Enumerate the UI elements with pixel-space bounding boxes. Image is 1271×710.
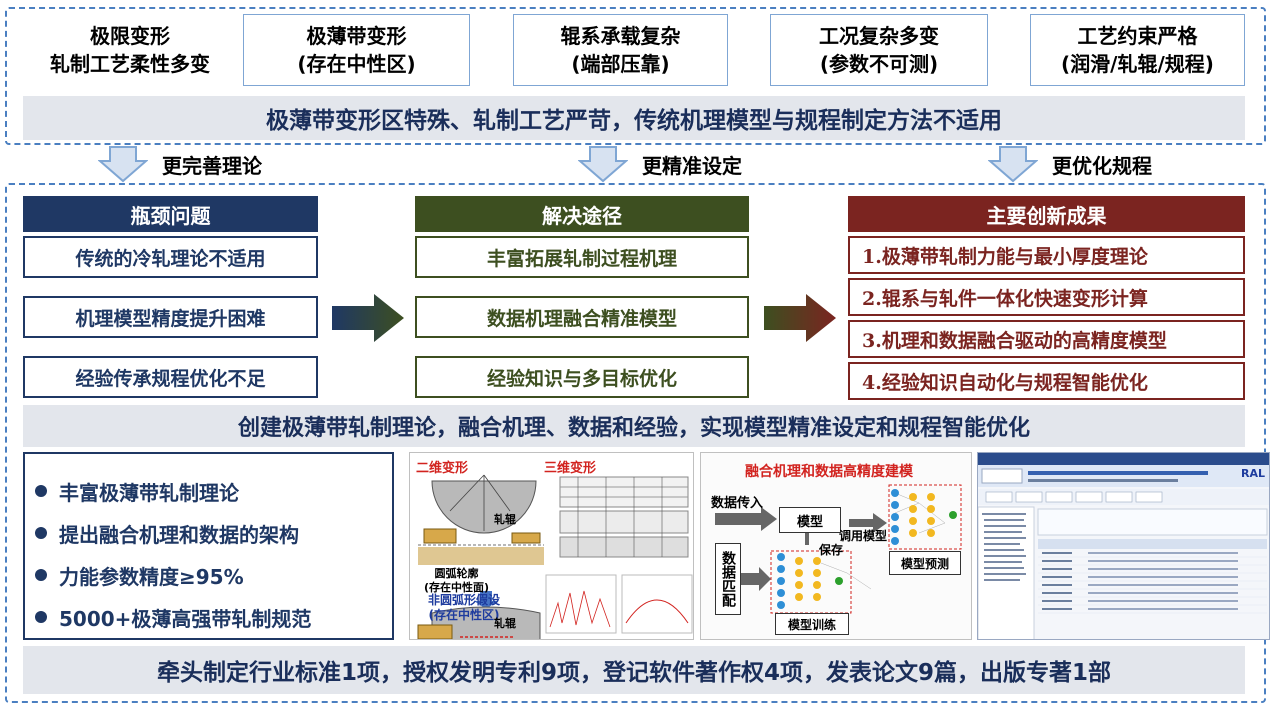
challenge-4: 工况复杂多变 (参数不可测) <box>770 14 988 86</box>
solution-item: 丰富拓展轧制过程机理 <box>415 236 749 278</box>
challenge-3: 辊系承载复杂 (端部压靠) <box>513 14 728 86</box>
top-summary: 极薄带变形区特殊、轧制工艺严苛，传统机理模型与规程制定方法不适用 <box>23 96 1245 140</box>
save-label: 保存 <box>819 543 844 557</box>
software-logo: RAL <box>1241 467 1265 480</box>
challenge-2-line1: 极薄带变形 <box>306 24 407 48</box>
challenge-1-line1: 极限变形 <box>90 24 170 48</box>
challenge-section <box>5 7 1266 145</box>
bullet-icon <box>35 485 47 497</box>
model-box: 模型 <box>779 507 841 533</box>
bullet-icon <box>35 527 47 539</box>
bottleneck-item: 经验传承规程优化不足 <box>23 356 318 398</box>
achievement-item: 丰富极薄带轧制理论 <box>35 470 392 512</box>
deformation-diagram <box>417 474 693 639</box>
data-match-box: 数据匹配 <box>715 543 741 615</box>
challenge-5: 工艺约束严格 (润滑/轧辊/规程) <box>1030 14 1245 86</box>
right-arrow-icon <box>764 294 836 342</box>
innovation-item: 1.极薄带轧制力能与最小厚度理论 <box>848 236 1245 274</box>
bottleneck-header: 瓶颈问题 <box>23 196 318 232</box>
achievement-item: 5000+极薄高强带轧制规范 <box>35 596 392 638</box>
data-in-label: 数据传入 <box>711 496 764 511</box>
fusion-modeling-figure: 融合机理和数据高精度建模 数据传入 数据匹配 <box>700 452 972 640</box>
fusion-title: 融合机理和数据高精度建模 <box>745 464 913 480</box>
goal-setting: 更精准设定 <box>642 154 742 178</box>
bottleneck-item: 机理模型精度提升困难 <box>23 296 318 338</box>
achievement-text: 5000+极薄高强带轧制规范 <box>59 606 312 631</box>
solution-section <box>5 183 1266 703</box>
achievement-list: 丰富极薄带轧制理论 提出融合机理和数据的架构 力能参数精度≥95% 5000+极… <box>23 452 394 640</box>
arc-note: (存在中性面) <box>424 581 490 594</box>
nonarc-label: 非圆弧形假设 (存在中性区) <box>428 593 500 623</box>
roll-label-2: 轧辊 <box>494 617 516 630</box>
solution-item: 经验知识与多目标优化 <box>415 356 749 398</box>
challenge-1: 极限变形 轧制工艺柔性多变 <box>30 14 230 86</box>
challenge-4-line1: 工况复杂多变 <box>819 24 939 48</box>
challenge-5-line2: (润滑/轧辊/规程) <box>1061 52 1214 76</box>
innovation-header: 主要创新成果 <box>848 196 1245 232</box>
challenge-3-line2: (端部压靠) <box>571 52 670 76</box>
train-box: 模型训练 <box>775 613 849 635</box>
deform-2d-title: 二维变形 <box>416 461 469 476</box>
down-arrow-icon <box>578 146 628 183</box>
innovation-item: 4.经验知识自动化与规程智能优化 <box>848 362 1245 400</box>
down-arrow-icon <box>98 146 148 183</box>
challenge-2: 极薄带变形 (存在中性区) <box>243 14 470 86</box>
bullet-icon <box>35 569 47 581</box>
achievement-text: 丰富极薄带轧制理论 <box>59 480 239 505</box>
challenge-2-line2: (存在中性区) <box>297 52 416 76</box>
achievement-item: 提出融合机理和数据的架构 <box>35 512 392 554</box>
deformation-figure: 二维变形 三维变形 轧辊 圆弧轮廓 (存 <box>409 452 694 640</box>
deform-3d-title: 三维变形 <box>544 461 597 476</box>
roll-label: 轧辊 <box>494 513 516 526</box>
software-screenshot: RAL <box>977 452 1270 640</box>
achievement-text: 提出融合机理和数据的架构 <box>59 522 299 547</box>
goal-schedule: 更优化规程 <box>1052 154 1152 178</box>
software-window <box>978 453 1269 639</box>
challenge-5-line1: 工艺约束严格 <box>1077 24 1198 48</box>
challenge-1-line2: 轧制工艺柔性多变 <box>50 52 210 76</box>
call-model-label: 调用模型 <box>839 529 888 543</box>
achievement-text: 力能参数精度≥95% <box>59 564 244 589</box>
nonarc-title: 非圆弧形假设 <box>428 593 501 607</box>
bullet-icon <box>35 611 47 623</box>
arc-title: 圆弧轮廓 <box>434 567 479 580</box>
solution-header: 解决途径 <box>415 196 749 232</box>
mid-summary: 创建极薄带轧制理论，融合机理、数据和经验，实现模型精准设定和规程智能优化 <box>23 405 1245 447</box>
bottom-summary: 牵头制定行业标准1项，授权发明专利9项，登记软件著作权4项，发表论文9篇，出版专… <box>23 646 1245 694</box>
right-arrow-icon <box>332 294 404 342</box>
innovation-item: 2.辊系与轧件一体化快速变形计算 <box>848 278 1245 316</box>
innovation-item: 3.机理和数据融合驱动的高精度模型 <box>848 320 1245 358</box>
solution-item: 数据机理融合精准模型 <box>415 296 749 338</box>
down-arrow-icon <box>988 146 1038 183</box>
fusion-diagram <box>715 484 962 614</box>
challenge-4-line2: (参数不可测) <box>819 52 939 76</box>
challenge-3-line1: 辊系承载复杂 <box>560 24 681 48</box>
arc-label: 圆弧轮廓 (存在中性面) <box>424 567 489 595</box>
nonarc-note: (存在中性区) <box>428 608 500 622</box>
bottleneck-item: 传统的冷轧理论不适用 <box>23 236 318 278</box>
achievement-item: 力能参数精度≥95% <box>35 554 392 596</box>
goal-theory: 更完善理论 <box>162 154 262 178</box>
predict-box: 模型预测 <box>889 551 961 575</box>
